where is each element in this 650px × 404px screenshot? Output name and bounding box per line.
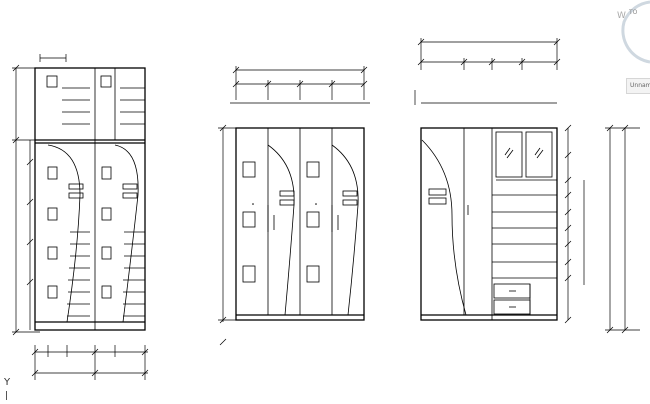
- ucs-icon: [6, 391, 7, 400]
- left-elevation: [12, 54, 149, 380]
- viewcube-west-label[interactable]: W: [617, 11, 626, 21]
- viewcube-top-label[interactable]: TO: [629, 9, 638, 16]
- viewcube[interactable]: [612, 0, 650, 64]
- wcs-menu[interactable]: Unnamed: [626, 78, 650, 94]
- middle-elevation: [218, 66, 370, 346]
- right-elevation: [414, 38, 640, 334]
- ucs-y-label: Y: [4, 377, 11, 388]
